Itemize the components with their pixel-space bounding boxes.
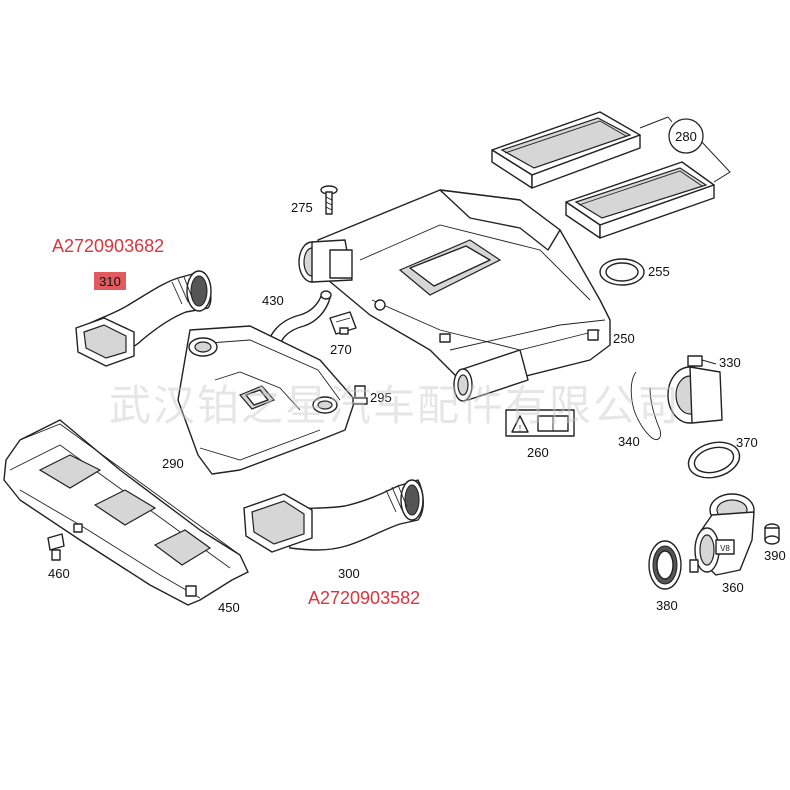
label-460: 460 bbox=[48, 566, 70, 581]
clip-270 bbox=[329, 311, 357, 335]
screw-275 bbox=[320, 185, 338, 215]
cowl-panel-450 bbox=[3, 419, 249, 606]
air-mass-sensor-330 bbox=[667, 355, 723, 424]
label-255: 255 bbox=[648, 264, 670, 279]
clip-295 bbox=[352, 385, 368, 405]
warning-label-260: ! bbox=[505, 409, 575, 437]
label-290: 290 bbox=[162, 456, 184, 471]
watermark: 武汉铂之星汽车配件有限公司 bbox=[109, 381, 681, 430]
engine-cover-290 bbox=[177, 325, 356, 475]
air-duct-300 bbox=[243, 479, 424, 553]
label-430: 430 bbox=[262, 293, 284, 308]
label-310-highlight bbox=[94, 272, 126, 290]
seal-ring-255 bbox=[599, 258, 645, 286]
label-370: 370 bbox=[736, 435, 758, 450]
label-250: 250 bbox=[613, 331, 635, 346]
air-filter-element-280 bbox=[491, 111, 715, 239]
label-295: 295 bbox=[370, 390, 392, 405]
grommet-390 bbox=[764, 523, 780, 545]
clip-460 bbox=[47, 533, 65, 561]
seal-ring-380 bbox=[648, 540, 682, 590]
part-number-lower: A2720903582 bbox=[308, 588, 420, 608]
label-310: 310 bbox=[99, 274, 121, 289]
label-275: 275 bbox=[291, 200, 313, 215]
air-filter-housing-250 bbox=[298, 189, 611, 402]
label-390: 390 bbox=[764, 548, 786, 563]
label-360: 360 bbox=[722, 580, 744, 595]
label-280: 280 bbox=[675, 129, 697, 144]
air-duct-310 bbox=[75, 270, 212, 367]
svg-text:!: ! bbox=[519, 424, 521, 433]
intake-pipe-360: V8 bbox=[689, 493, 755, 576]
label-300: 300 bbox=[338, 566, 360, 581]
label-380: 380 bbox=[656, 598, 678, 613]
leader-280 bbox=[639, 116, 731, 183]
svg-text:V8: V8 bbox=[720, 544, 730, 553]
label-340: 340 bbox=[618, 434, 640, 449]
seal-ring-370 bbox=[687, 441, 741, 479]
label-330: 330 bbox=[719, 355, 741, 370]
label-270: 270 bbox=[330, 342, 352, 357]
callout-circle-280 bbox=[668, 118, 704, 154]
part-number-upper: A2720903682 bbox=[52, 236, 164, 256]
gasket-340 bbox=[630, 371, 661, 441]
label-260: 260 bbox=[527, 445, 549, 460]
label-450: 450 bbox=[218, 600, 240, 615]
